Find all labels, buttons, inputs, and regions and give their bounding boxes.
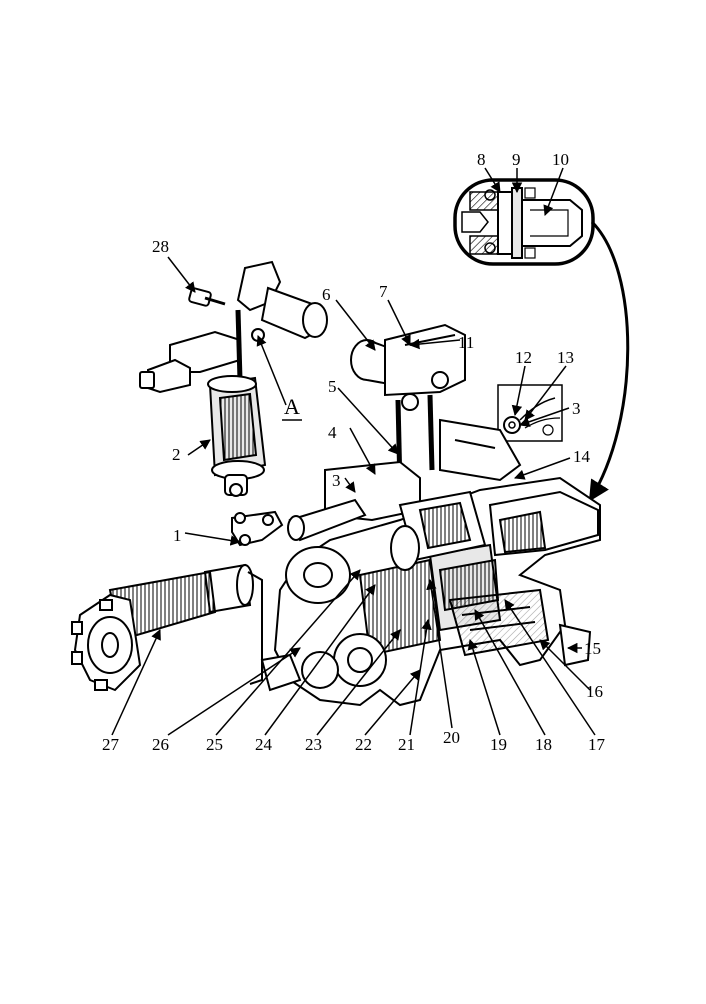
callout-16: 16: [586, 682, 603, 701]
callout-6: 6: [322, 285, 331, 304]
callout-10: 10: [552, 150, 569, 169]
callout-28: 28: [152, 237, 169, 256]
callout-1: 1: [173, 526, 182, 545]
view-marker-a: A: [284, 394, 300, 419]
gearbox-main-body: [273, 476, 601, 707]
callout-11: 11: [458, 333, 474, 352]
callout-20: 20: [443, 728, 460, 747]
callout-15: 15: [584, 639, 601, 658]
callout-21: 21: [398, 735, 415, 754]
detail-inset: [453, 178, 595, 266]
callout-19: 19: [490, 735, 507, 754]
callout-9: 9: [512, 150, 521, 169]
detail-arrow: [588, 220, 630, 502]
callout-7: 7: [379, 282, 388, 301]
callout-24: 24: [255, 735, 273, 754]
callout-4: 4: [328, 423, 337, 442]
shift-cylinder-assembly: [139, 260, 328, 497]
callout-5: 5: [328, 377, 337, 396]
input-shaft-assembly: [71, 563, 302, 692]
chain-link-part: [231, 510, 284, 547]
callout-8: 8: [477, 150, 486, 169]
callout-labels: 28 2 1 3 4 5 6 7 11 8 9 10 12 13 3 14 15…: [102, 150, 606, 754]
leader-lines: [111, 167, 596, 736]
callout-22: 22: [355, 735, 372, 754]
callout-14: 14: [573, 447, 591, 466]
callout-26: 26: [152, 735, 169, 754]
callout-3: 3: [332, 471, 341, 490]
callout-23: 23: [305, 735, 322, 754]
callout-13: 13: [557, 348, 574, 367]
callout-17: 17: [588, 735, 606, 754]
callout-18: 18: [535, 735, 552, 754]
callout-25: 25: [206, 735, 223, 754]
callout-2: 2: [172, 445, 181, 464]
callout-12: 12: [515, 348, 532, 367]
callout-27: 27: [102, 735, 120, 754]
callout-3b: 3: [572, 399, 581, 418]
